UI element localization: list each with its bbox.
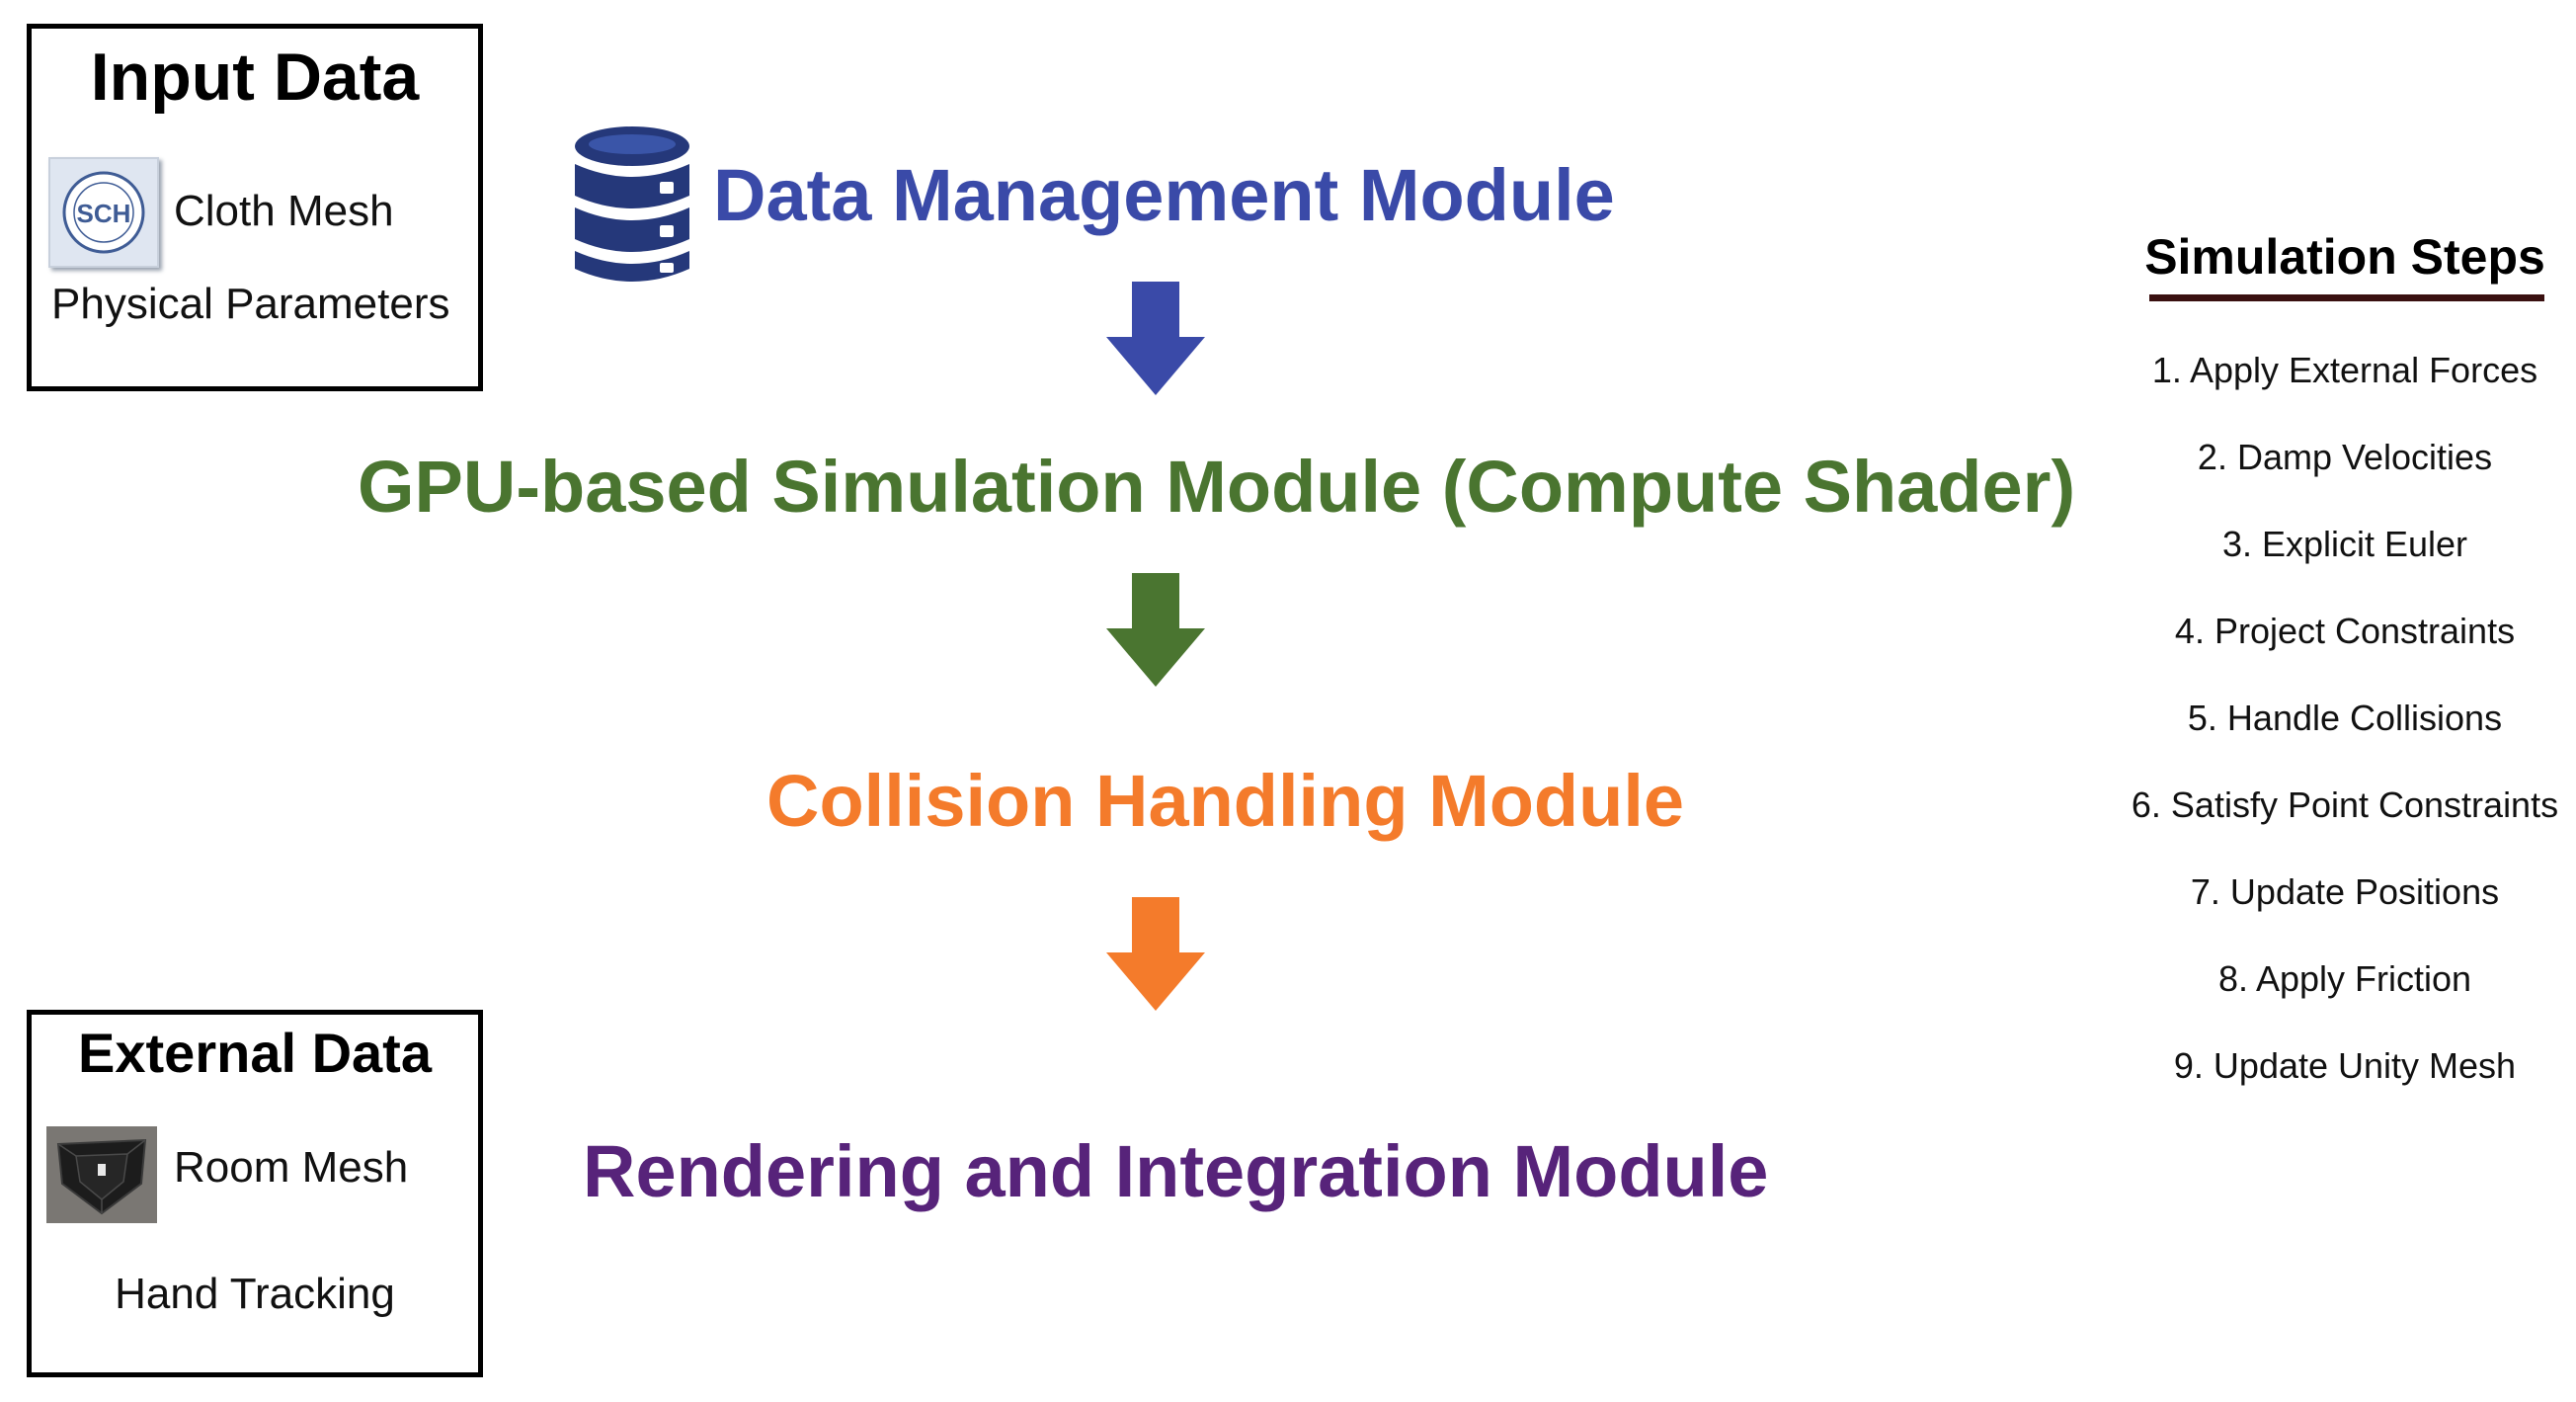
room-mesh-thumbnail xyxy=(46,1126,157,1223)
collision-handling-module-title: Collision Handling Module xyxy=(766,760,1685,842)
hand-tracking-label: Hand Tracking xyxy=(115,1270,395,1318)
step-item: 3. Explicit Euler xyxy=(2221,524,2468,564)
university-logo-icon: SCH xyxy=(62,171,145,254)
step-item: 7. Update Positions xyxy=(2190,871,2500,912)
simulation-steps-list: 1. Apply External Forces 2. Damp Velocit… xyxy=(2114,349,2576,1131)
gpu-simulation-module-title: GPU-based Simulation Module (Compute Sha… xyxy=(358,446,2076,528)
step-item: 2. Damp Velocities xyxy=(2197,437,2493,477)
step-item: 4. Project Constraints xyxy=(2174,611,2516,651)
logo-lettering: SCH xyxy=(77,199,131,228)
step-item: 8. Apply Friction xyxy=(2217,958,2472,999)
step-item: 5. Handle Collisions xyxy=(2187,698,2503,738)
physical-parameters-label: Physical Parameters xyxy=(51,280,450,328)
step-item: 9. Update Unity Mesh xyxy=(2173,1045,2517,1086)
arrow-down-icon xyxy=(1106,897,1205,1011)
arrow-down-icon xyxy=(1106,282,1205,395)
data-management-module-title: Data Management Module xyxy=(713,154,1615,236)
room-mesh-label: Room Mesh xyxy=(174,1143,409,1192)
step-item: 6. Satisfy Point Constraints xyxy=(2131,784,2559,825)
external-data-title: External Data xyxy=(78,1022,432,1084)
input-data-title: Input Data xyxy=(90,40,420,115)
cloth-mesh-thumbnail: SCH xyxy=(48,157,159,268)
simulation-steps-title: Simulation Steps xyxy=(2144,229,2545,285)
step-item: 1. Apply External Forces xyxy=(2151,350,2538,390)
rendering-integration-module-title: Rendering and Integration Module xyxy=(583,1130,1769,1212)
arrow-down-icon xyxy=(1106,573,1205,687)
input-data-box: Input Data SCH Cloth Mesh Physical Param… xyxy=(27,24,483,391)
title-underline xyxy=(2149,294,2544,301)
cloth-mesh-label: Cloth Mesh xyxy=(174,187,394,235)
simulation-steps-panel: Simulation Steps 1. Apply External Force… xyxy=(2114,222,2576,1112)
database-icon xyxy=(575,126,689,282)
external-data-box: External Data Room Mesh Hand Tracking xyxy=(27,1010,483,1377)
room-mesh-icon xyxy=(56,1138,147,1215)
